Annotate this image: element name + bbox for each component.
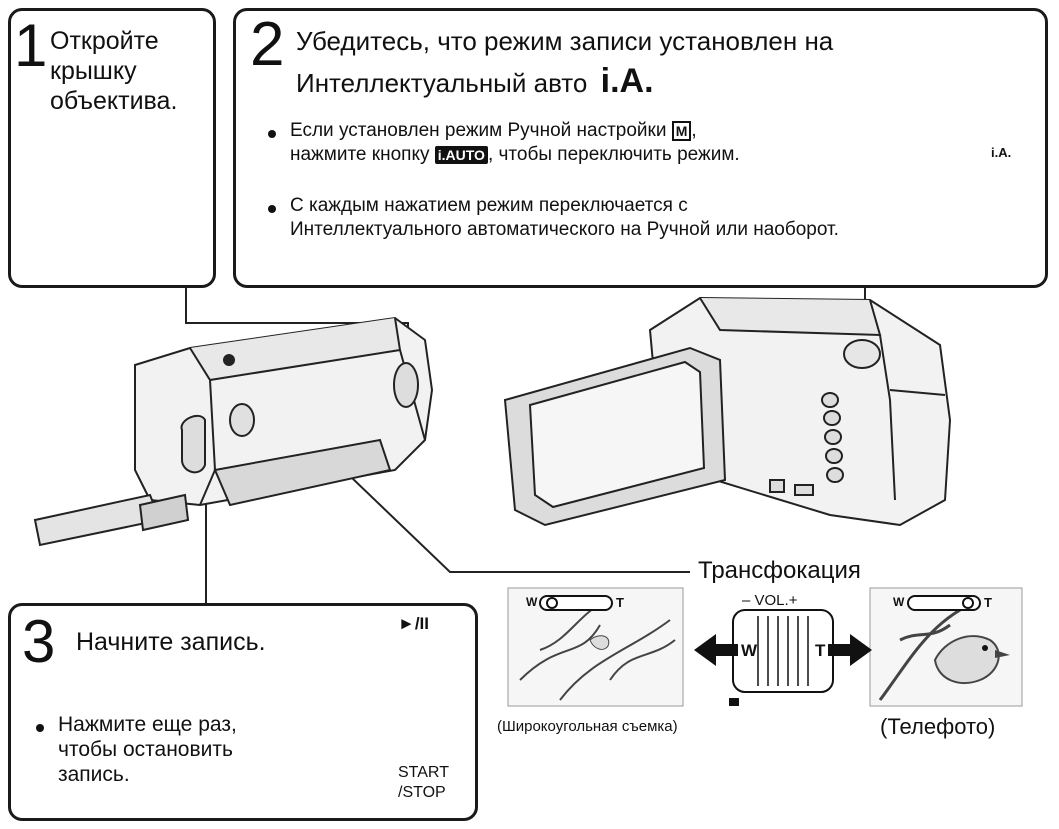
- step2-bullet1-line1-text: Если установлен режим Ручной настройки: [290, 120, 667, 141]
- step2-bullet1-line2a: нажмите кнопку: [290, 144, 430, 165]
- camcorder-left: [33, 316, 434, 547]
- zoom-w-label: W: [741, 641, 758, 660]
- lcd-ia-label: i.A.: [991, 145, 1012, 160]
- step2-box: [233, 8, 1048, 288]
- step3-number: 3: [22, 608, 56, 675]
- tele-thumbnail: [869, 587, 1023, 707]
- step1-text: Откройте крышку объектива.: [50, 27, 178, 115]
- arrow-left-icon: [694, 634, 738, 666]
- step2-bullet1-dot: [268, 130, 276, 138]
- speaker-icon: [729, 698, 739, 706]
- step2-title-line2: Интеллектуальный авто i.A.: [296, 62, 654, 101]
- step3-bullet-line2: чтобы остановить: [58, 738, 233, 761]
- ia-symbol: i.A.: [600, 62, 654, 100]
- tele-thumb-w: W: [893, 595, 905, 609]
- step2-bullet1-line2: нажмите кнопку i.AUTO, чтобы переключить…: [290, 144, 740, 166]
- step2-bullet2-line1: С каждым нажатием режим переключается с: [290, 195, 688, 216]
- zoom-title: Трансфокация: [698, 557, 861, 584]
- step2-bullet2-dot: [268, 205, 276, 213]
- step2-title-line2-text: Интеллектуальный авто: [296, 68, 588, 98]
- wide-thumb-w: W: [526, 595, 538, 609]
- step3-bullet-line3: запись.: [58, 763, 130, 786]
- manual-mode-icon: M: [671, 120, 692, 141]
- zoom-vol-label: – VOL.+: [742, 592, 798, 609]
- zoom-t-label: T: [815, 641, 826, 660]
- step2-number: 2: [250, 10, 285, 79]
- step3-bullet-dot: [36, 724, 44, 732]
- wide-caption: (Широкоугольная съемка): [497, 718, 678, 735]
- step3-box: [8, 603, 478, 821]
- camcorder-right: [503, 296, 952, 527]
- step2-title-line1: Убедитесь, что режим записи установлен н…: [296, 26, 834, 56]
- wide-thumbnail: [507, 587, 684, 707]
- step3-bullet-line1: Нажмите еще раз,: [58, 713, 237, 736]
- step1-number: 1: [14, 12, 48, 79]
- step2-bullet1-line2b: , чтобы переключить режим.: [487, 144, 740, 165]
- tele-thumb-t: T: [984, 595, 992, 610]
- step1-box: [8, 8, 216, 288]
- wide-thumb-t: T: [616, 595, 624, 610]
- play-pause-label: ►/II: [398, 614, 429, 633]
- tele-caption: (Телефото): [880, 714, 996, 739]
- arrow-right-icon: [828, 634, 872, 666]
- start-label: START: [398, 764, 449, 781]
- step2-bullet1-line1: Если установлен режим Ручной настройки M…: [290, 120, 697, 141]
- step2-bullet2-line2: Интеллектуального автоматического на Руч…: [290, 219, 839, 240]
- step3-title: Начните запись.: [76, 628, 266, 656]
- stop-label: /STOP: [398, 784, 446, 801]
- iauto-button-icon: i.AUTO: [434, 145, 488, 164]
